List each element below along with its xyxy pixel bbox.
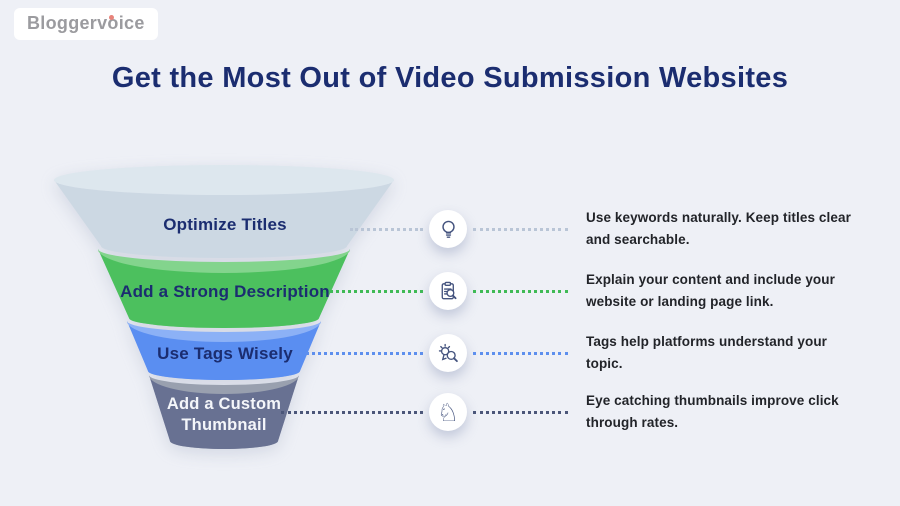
funnel-stage-2-body <box>98 249 350 328</box>
dotted-connector <box>299 351 423 355</box>
funnel-stage-3-label: Use Tags Wisely <box>157 344 293 363</box>
info-row-tags: Tags help platforms understand your topi… <box>299 323 858 383</box>
funnel-diagram <box>54 165 394 449</box>
info-row-description: Explain your content and include your we… <box>323 261 858 321</box>
icon-badge <box>429 334 467 372</box>
page-title: Get the Most Out of Video Submission Web… <box>111 62 789 94</box>
row-description: Explain your content and include your we… <box>586 272 835 309</box>
icon-badge <box>429 210 467 248</box>
funnel-stage-3-body <box>127 321 321 380</box>
dotted-connector <box>473 351 568 355</box>
logo-text: Bloggervoice <box>27 13 145 33</box>
row-description: Use keywords naturally. Keep titles clea… <box>586 210 851 247</box>
row-description: Eye catching thumbnails improve click th… <box>586 393 839 430</box>
logo: Bloggervoice <box>14 8 158 40</box>
funnel-stage-2-label: Add a Strong Description <box>120 282 330 301</box>
funnel-stage-4-label: Add a Custom Thumbnail <box>166 395 282 434</box>
funnel-stage-4-body <box>149 375 299 449</box>
info-row-thumbnail: ♘ Eye catching thumbnails improve click … <box>281 382 858 442</box>
dotted-connector <box>473 289 568 293</box>
dotted-connector <box>473 227 568 231</box>
logo-i-accent <box>109 15 114 20</box>
icon-badge <box>429 272 467 310</box>
clipboard-search-icon <box>441 281 457 299</box>
funnel-stage-1-body <box>54 180 394 258</box>
dotted-connector <box>281 410 423 414</box>
chess-knight-icon: ♘ <box>436 397 460 427</box>
dotted-connector <box>323 289 423 293</box>
info-row-optimize-titles: Use keywords naturally. Keep titles clea… <box>350 199 858 259</box>
funnel-stage-1-opening <box>54 165 394 195</box>
funnel-stage-1-label: Optimize Titles <box>163 215 287 234</box>
dotted-connector <box>350 227 423 231</box>
lightbulb-icon <box>441 220 455 238</box>
dotted-connector <box>473 410 568 414</box>
row-description: Tags help platforms understand your topi… <box>586 334 828 371</box>
idea-search-icon <box>438 343 458 362</box>
icon-badge: ♘ <box>429 393 467 431</box>
